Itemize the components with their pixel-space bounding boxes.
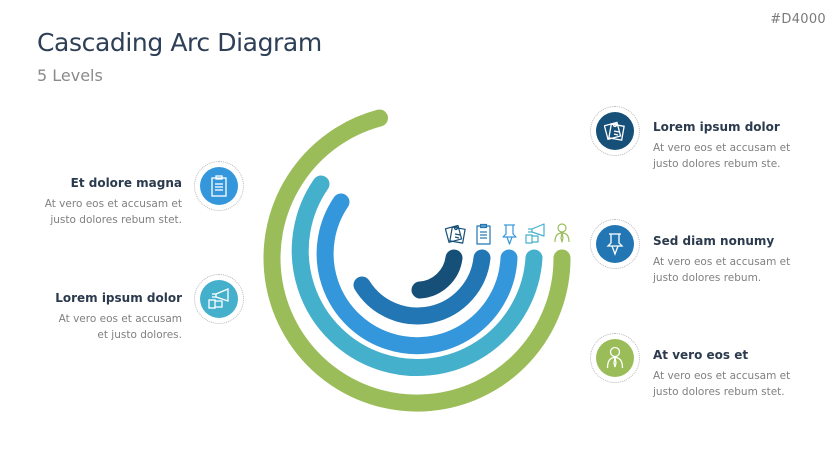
info-item-sed-diam-nonumy: Sed diam nonumy At vero eos et accusam e…	[653, 234, 836, 286]
info-item-et-dolore-magna: Et dolore magna At vero eos et accusam e…	[0, 176, 182, 228]
badge-sticky-notes	[590, 106, 640, 156]
pushpin-icon	[502, 224, 517, 245]
arc-level-4	[291, 175, 543, 376]
clipboard-icon	[211, 175, 227, 197]
item-text-line1: At vero eos et accusam et	[653, 142, 791, 154]
item-text-line1: At vero eos et accusam	[58, 313, 182, 325]
badge-megaphone	[194, 274, 244, 324]
slide-code: #D4000	[770, 12, 826, 27]
item-text-line1: At vero eos et accusam et	[653, 370, 791, 382]
sticky-notes-icon	[444, 224, 466, 244]
info-item-at-vero-eos-et: At vero eos et At vero eos et accusam et…	[653, 348, 836, 400]
item-text-line2: justo dolores rebum.	[653, 272, 762, 284]
arc-level-5	[263, 109, 571, 412]
item-heading: Lorem ipsum dolor	[55, 291, 182, 305]
info-item-lorem-ipsum-dolor-right: Lorem ipsum dolor At vero eos et accusam…	[653, 120, 836, 172]
item-text-line1: At vero eos et accusam et	[653, 256, 791, 268]
page-title: Cascading Arc Diagram	[37, 28, 322, 57]
businessman-icon	[554, 223, 570, 243]
arc-level-2	[353, 249, 491, 325]
arc-level-1	[411, 249, 463, 299]
item-text-line1: At vero eos et accusam et	[44, 198, 182, 210]
sticky-notes-icon	[604, 121, 625, 141]
item-text-line2: justo dolores rebum ste.	[653, 158, 781, 170]
megaphone-icon	[525, 223, 545, 244]
item-text-line2: justo dolores rebum stet.	[653, 386, 785, 398]
badge-businessman	[590, 333, 640, 383]
item-text-line2: et justo dolores.	[97, 329, 182, 341]
item-heading: At vero eos et	[653, 348, 749, 362]
item-text-line2: justo dolores rebum stet.	[50, 214, 182, 226]
info-item-lorem-ipsum-dolor-left: Lorem ipsum dolor At vero eos et accusam…	[0, 291, 182, 343]
page-subtitle: 5 Levels	[37, 66, 103, 85]
pushpin-icon	[606, 233, 624, 256]
businessman-icon	[606, 346, 624, 369]
megaphone-icon	[208, 288, 229, 309]
clipboard-icon	[476, 223, 491, 245]
item-heading: Sed diam nonumy	[653, 234, 775, 248]
arc-level-3	[316, 193, 518, 355]
item-heading: Lorem ipsum dolor	[653, 120, 780, 134]
badge-clipboard	[194, 161, 244, 211]
badge-pushpin	[590, 219, 640, 269]
item-heading: Et dolore magna	[70, 176, 182, 190]
